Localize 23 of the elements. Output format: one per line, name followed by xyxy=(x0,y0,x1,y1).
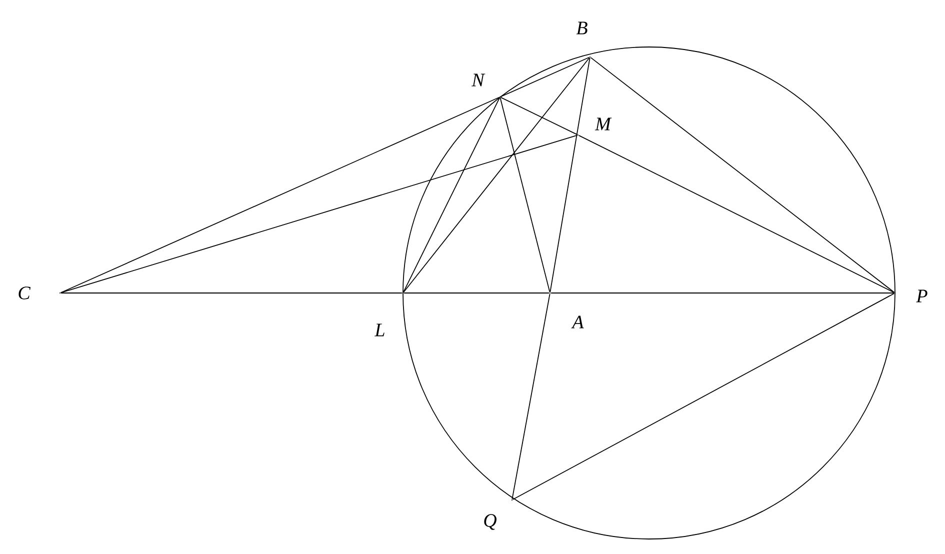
line-segment xyxy=(512,293,895,500)
point-label: A xyxy=(571,316,584,328)
line-segment xyxy=(60,134,578,294)
point-label: N xyxy=(472,74,486,86)
line-segment xyxy=(60,292,402,294)
point-label: P xyxy=(916,290,928,302)
line-segment xyxy=(500,56,590,98)
line-segment xyxy=(404,292,550,294)
point-label: M xyxy=(594,118,612,130)
point-label: Q xyxy=(484,514,496,530)
line-segment xyxy=(402,97,500,293)
line-segment xyxy=(512,293,550,500)
line-segment xyxy=(578,134,895,294)
point-label: C xyxy=(18,286,31,300)
line-segment xyxy=(550,292,894,294)
line-segment xyxy=(500,96,578,136)
line-segment xyxy=(550,57,590,292)
line-segment xyxy=(500,97,550,293)
line-segment xyxy=(60,96,500,294)
point-label: B xyxy=(576,22,588,34)
point-label: L xyxy=(374,324,384,336)
line-segment xyxy=(403,57,590,293)
line-segment xyxy=(590,57,895,293)
